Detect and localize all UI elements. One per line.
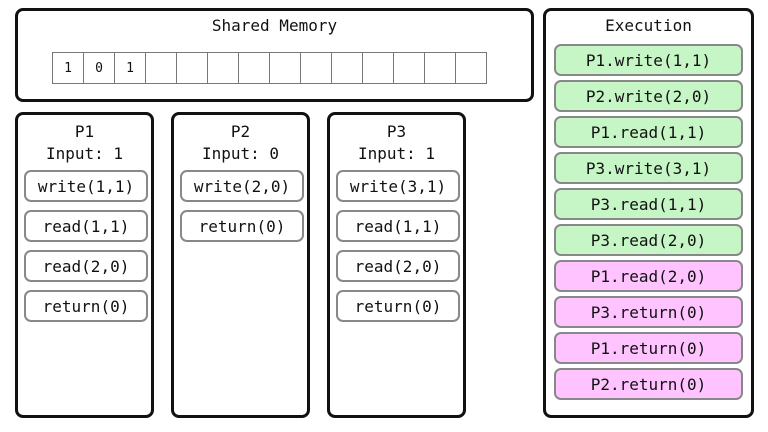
operation-item: write(3,1) (336, 170, 460, 202)
process-title: P2 (230, 122, 251, 141)
memory-cell (207, 52, 239, 84)
process-p2-panel: P2 Input: 0 write(2,0) return(0) (171, 112, 310, 418)
memory-cells: 1 0 1 (52, 52, 487, 84)
memory-cell (424, 52, 456, 84)
process-input: Input: 0 (201, 144, 280, 163)
operation-item: write(1,1) (24, 170, 148, 202)
operation-list: write(2,0) return(0) (180, 170, 304, 250)
memory-cell (269, 52, 301, 84)
process-title: P1 (74, 122, 95, 141)
execution-step: P3.read(2,0) (554, 224, 743, 256)
operation-item: read(2,0) (336, 250, 460, 282)
operation-list: write(1,1) read(1,1) read(2,0) return(0) (24, 170, 148, 330)
memory-cell (393, 52, 425, 84)
execution-step: P3.return(0) (554, 296, 743, 328)
operation-item: return(0) (24, 290, 148, 322)
execution-step: P1.write(1,1) (554, 44, 743, 76)
execution-step-list: P1.write(1,1) P2.write(2,0) P1.read(1,1)… (554, 44, 743, 404)
memory-cell (176, 52, 208, 84)
process-p1-panel: P1 Input: 1 write(1,1) read(1,1) read(2,… (15, 112, 154, 418)
process-input: Input: 1 (357, 144, 436, 163)
execution-panel: Execution P1.write(1,1) P2.write(2,0) P1… (543, 8, 754, 418)
operation-item: read(1,1) (336, 210, 460, 242)
memory-cell (300, 52, 332, 84)
memory-cell: 1 (52, 52, 84, 84)
memory-cell (455, 52, 487, 84)
operation-item: write(2,0) (180, 170, 304, 202)
memory-cell (145, 52, 177, 84)
operation-item: return(0) (180, 210, 304, 242)
operation-item: return(0) (336, 290, 460, 322)
operation-item: read(1,1) (24, 210, 148, 242)
process-input: Input: 1 (45, 144, 124, 163)
execution-step: P2.return(0) (554, 368, 743, 400)
memory-cell (238, 52, 270, 84)
memory-cell: 0 (83, 52, 115, 84)
execution-step: P3.write(3,1) (554, 152, 743, 184)
memory-cell (362, 52, 394, 84)
execution-title: Execution (605, 16, 692, 35)
execution-step: P2.write(2,0) (554, 80, 743, 112)
operation-list: write(3,1) read(1,1) read(2,0) return(0) (336, 170, 460, 330)
execution-step: P1.return(0) (554, 332, 743, 364)
execution-step: P1.read(2,0) (554, 260, 743, 292)
execution-step: P1.read(1,1) (554, 116, 743, 148)
process-title: P3 (386, 122, 407, 141)
memory-cell: 1 (114, 52, 146, 84)
shared-memory-panel: Shared Memory 1 0 1 (15, 8, 534, 102)
operation-item: read(2,0) (24, 250, 148, 282)
shared-memory-title: Shared Memory (211, 16, 338, 35)
memory-cell (331, 52, 363, 84)
execution-step: P3.read(1,1) (554, 188, 743, 220)
process-p3-panel: P3 Input: 1 write(3,1) read(1,1) read(2,… (327, 112, 466, 418)
